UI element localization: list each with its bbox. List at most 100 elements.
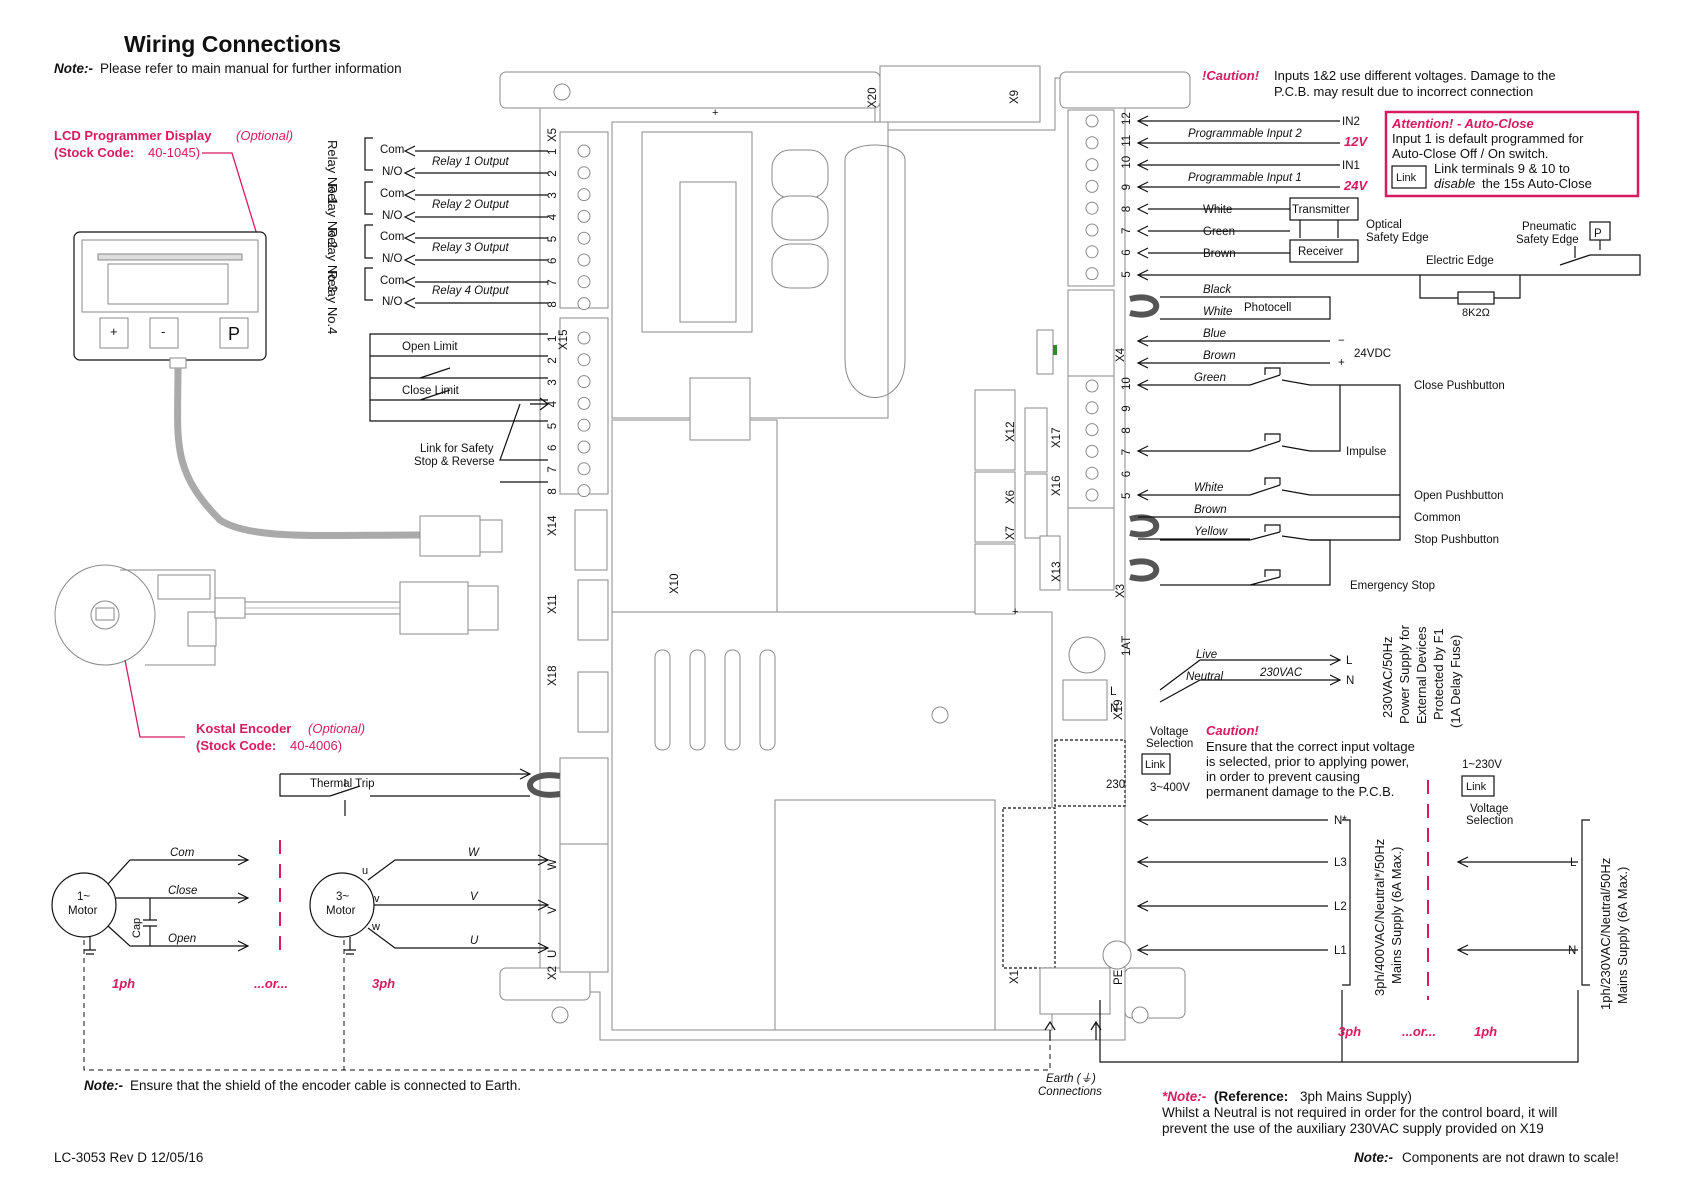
common-label: Common xyxy=(1414,512,1461,524)
svg-text:+: + xyxy=(712,107,718,119)
lcd-cable xyxy=(174,367,421,540)
aux-live: Live xyxy=(1196,649,1217,661)
motor-1ph-tag: 1ph xyxy=(112,976,135,991)
mains-1ph-line1: 1ph/230VAC/Neutral/50Hz xyxy=(1598,858,1613,1010)
pins-x15-pin: 4 xyxy=(547,400,559,407)
connector-x17: X17 xyxy=(1051,428,1063,448)
lcd-minus-button: - xyxy=(161,324,165,339)
x19-l: L xyxy=(1110,686,1117,698)
earth-conn-1: Earth (⏚) xyxy=(1046,1072,1096,1085)
pins-x5-pin: 2 xyxy=(547,170,559,176)
relay-1-name: Relay No.1 xyxy=(325,140,340,204)
relay-1-no: N/O xyxy=(382,166,403,178)
pins-x15-screw xyxy=(577,331,591,345)
pins-x4-pin: 5 xyxy=(1121,271,1133,277)
link-safety-line2: Stop & Reverse xyxy=(414,456,495,468)
connector-x13: X13 xyxy=(1051,562,1063,582)
connector-x15: X15 xyxy=(558,330,570,350)
revision: LC-3053 Rev D 12/05/16 xyxy=(54,1150,203,1165)
autoclose-line1: Input 1 is default programmed for xyxy=(1392,131,1584,146)
autoclose-line3: Link terminals 9 & 10 to xyxy=(1434,161,1570,176)
pins-x15-pin: 5 xyxy=(547,423,559,429)
pins-x5-screw xyxy=(577,297,591,311)
mains-l2: L2 xyxy=(1334,901,1347,913)
connector-x5: X5 xyxy=(547,128,559,142)
motor-1ph-label2: Motor xyxy=(68,905,98,917)
relay-4-no: N/O xyxy=(382,296,403,308)
motor-1ph: 1~ Motor Com Close Open Cap 1ph ...or... xyxy=(51,840,288,991)
x2-w: W xyxy=(547,859,559,870)
mains-terminal-block xyxy=(1002,739,1132,1015)
link-safety-line1: Link for Safety xyxy=(420,443,494,455)
emergency-stop: Emergency Stop xyxy=(1350,580,1435,592)
autoclose-line2: Auto-Close Off / On switch. xyxy=(1392,146,1549,161)
fuse-1at: 1AT xyxy=(1121,636,1133,656)
pins-x15-screw xyxy=(577,418,591,432)
encoder-stock-code: 40-4006) xyxy=(290,738,342,753)
safety-edges: White Green Brown Transmitter Receiver O… xyxy=(1136,197,1641,319)
prog-input-2: Programmable Input 2 xyxy=(1188,128,1302,140)
caution-top-line1: Inputs 1&2 use different voltages. Damag… xyxy=(1274,68,1556,83)
pins-x4-pin: 9 xyxy=(1121,184,1133,190)
header-note: Please refer to main manual for further … xyxy=(100,61,402,76)
vsel-400: 3~400V xyxy=(1150,782,1190,794)
vsel-caution-1: Ensure that the correct input voltage xyxy=(1206,739,1415,754)
autoclose-title: Attention! - Auto-Close xyxy=(1391,116,1534,131)
relay-1-output: Relay 1 Output xyxy=(432,156,510,168)
pins-x3-pin: 9 xyxy=(1121,405,1133,411)
vsel-1-230: 1~230V xyxy=(1462,759,1502,771)
pins-x15-screw xyxy=(577,375,591,389)
pins-x3-screw xyxy=(1085,444,1099,458)
relay-3-name: Relay No.3 xyxy=(325,228,340,292)
mains-l3: L3 xyxy=(1334,857,1347,869)
lcd-stock-code: 40-1045) xyxy=(148,145,200,160)
photocell-white: White xyxy=(1203,306,1232,318)
mains-3ph-line1: 3ph/400VAC/Neutral*/50Hz xyxy=(1372,839,1387,996)
pins-x3-screw xyxy=(1085,423,1099,437)
ref-note-bold: (Reference: xyxy=(1214,1089,1288,1104)
electric-edge: Electric Edge xyxy=(1426,255,1494,267)
connector-x10: X10 xyxy=(669,574,681,594)
lcd-cable-plug xyxy=(419,515,481,557)
aux-l: L xyxy=(1346,655,1353,667)
optical-brown: Brown xyxy=(1203,248,1236,260)
connector-x12: X12 xyxy=(1005,422,1017,442)
pins-x15-pin: 7 xyxy=(547,466,559,472)
open-limit-label: Open Limit xyxy=(402,341,458,353)
close-pb-green: Green xyxy=(1194,372,1226,384)
motor-3ph-sw: w xyxy=(371,921,380,933)
vsel-caution-3: in order to prevent causing xyxy=(1206,769,1360,784)
in2-voltage: 12V xyxy=(1344,134,1368,149)
pins-x4-screw xyxy=(1085,201,1099,215)
pins-x15-pin: 6 xyxy=(547,445,559,451)
vsel-vs-1: Voltage xyxy=(1470,803,1508,815)
pins-x4-screw xyxy=(1085,158,1099,172)
connector-x20: X20 xyxy=(867,88,879,108)
vsel-link-2: Link xyxy=(1466,781,1487,793)
transmitter-box: Transmitter xyxy=(1292,204,1350,216)
vsel-230: 230 xyxy=(1106,779,1125,791)
pins-x15-screw xyxy=(577,396,591,410)
relay-2-com: Com xyxy=(380,188,404,200)
motor-3ph-w: W xyxy=(468,847,480,859)
aux-line-4: Protected by F1 xyxy=(1431,628,1446,720)
lcd-optional: (Optional) xyxy=(236,128,293,143)
aux-line-1: 230VAC/50Hz xyxy=(1380,637,1395,718)
pins-x3-screw xyxy=(1085,379,1099,393)
common-brown: Brown xyxy=(1194,504,1227,516)
limit-switches: Open Limit Close Limit Link for Safety S… xyxy=(369,333,549,483)
caution-top-label: !Caution! xyxy=(1202,68,1260,83)
aux-line-2: Power Supply for xyxy=(1397,624,1412,724)
motor-3ph-u: U xyxy=(470,935,479,947)
pins-x5-pin: 4 xyxy=(547,213,559,220)
optical-label-1: Optical xyxy=(1366,219,1402,231)
motor-1ph-com: Com xyxy=(170,847,195,859)
pins-x5-pin: 7 xyxy=(547,279,559,285)
impulse-label: Impulse xyxy=(1346,446,1386,458)
relay-1-com: Com xyxy=(380,144,404,156)
motor-1ph-label1: 1~ xyxy=(77,891,90,903)
pins-x3-pin: 10 xyxy=(1121,377,1133,390)
optical-label-2: Safety Edge xyxy=(1366,232,1429,244)
